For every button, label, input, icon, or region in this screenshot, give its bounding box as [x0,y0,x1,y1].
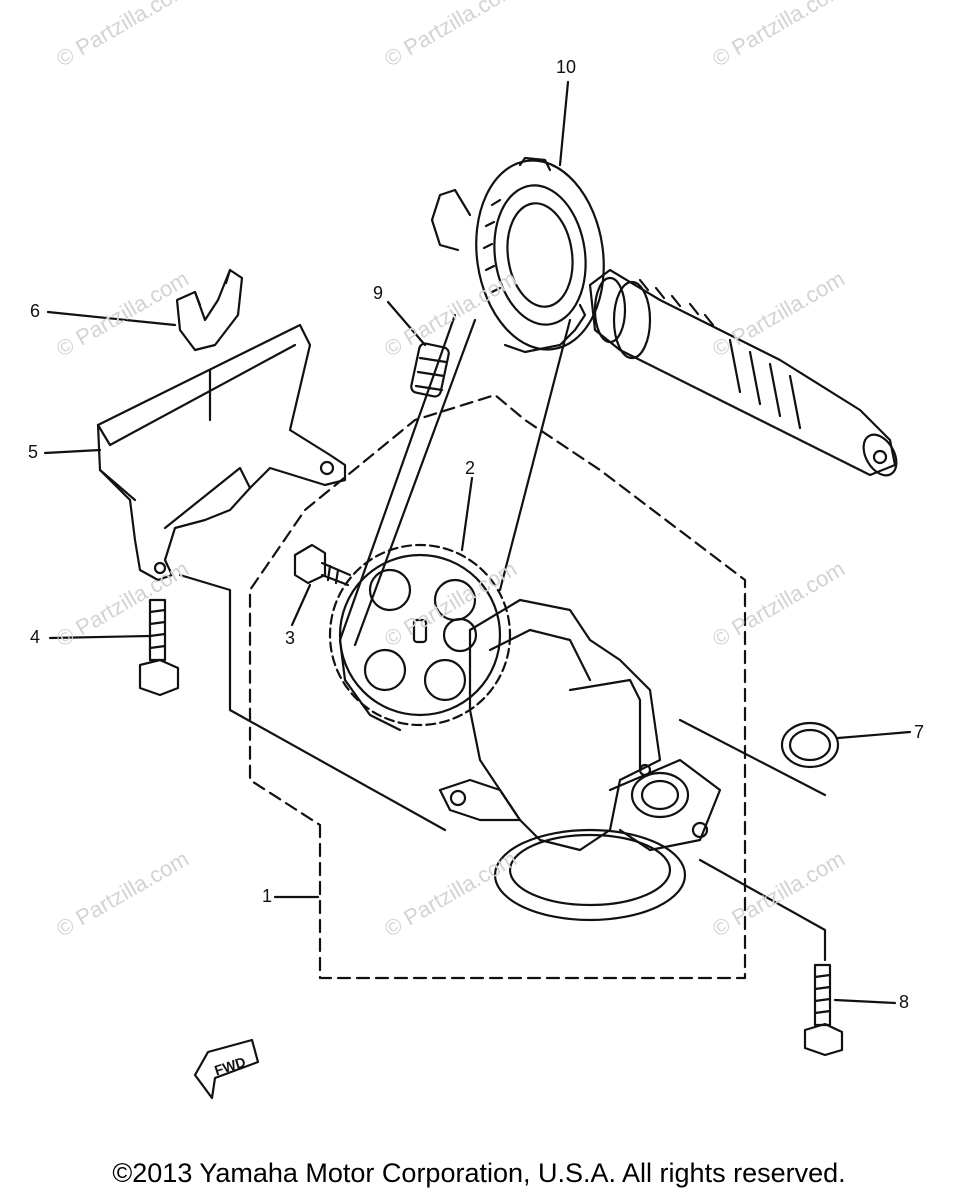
callout-6: 6 [30,301,41,321]
chain-link [410,342,450,398]
oil-pump-body [438,598,722,922]
leader-8 [833,998,897,1005]
leader-7 [836,730,912,740]
leader-6 [46,310,177,327]
u-clip [175,268,244,352]
leader-3 [290,583,312,627]
callout-8: 8 [899,992,910,1012]
callout-3: 3 [285,628,296,648]
pump-sprocket [328,543,512,727]
leader-2 [460,476,474,552]
assembly-boundary-dashed [248,393,747,980]
leader-9 [386,300,427,347]
guide-plate [96,323,347,582]
callout-5: 5 [28,442,39,462]
callout-4: 4 [30,627,41,647]
flange-bolt [803,963,844,1057]
reference-line-7 [678,718,827,797]
pump-mounting-bolt [293,543,352,587]
copyright-footer: ©2013 Yamaha Motor Corporation, U.S.A. A… [112,1158,846,1188]
drive-chain [338,313,572,732]
callout-2: 2 [465,458,476,478]
leader-5 [43,448,102,455]
long-bolt [138,598,180,697]
reference-line-8 [698,858,827,962]
fwd-arrow [193,1038,260,1100]
leader-4 [48,634,152,640]
o-ring [780,721,840,769]
callout-1: 1 [262,886,273,906]
main-shaft [588,268,898,477]
callout-7: 7 [914,722,925,742]
primary-drive-gear-assembly [430,156,605,354]
leader-10 [558,80,570,167]
reference-line-5 [178,573,447,832]
callout-10: 10 [556,57,577,77]
callout-9: 9 [373,283,384,303]
